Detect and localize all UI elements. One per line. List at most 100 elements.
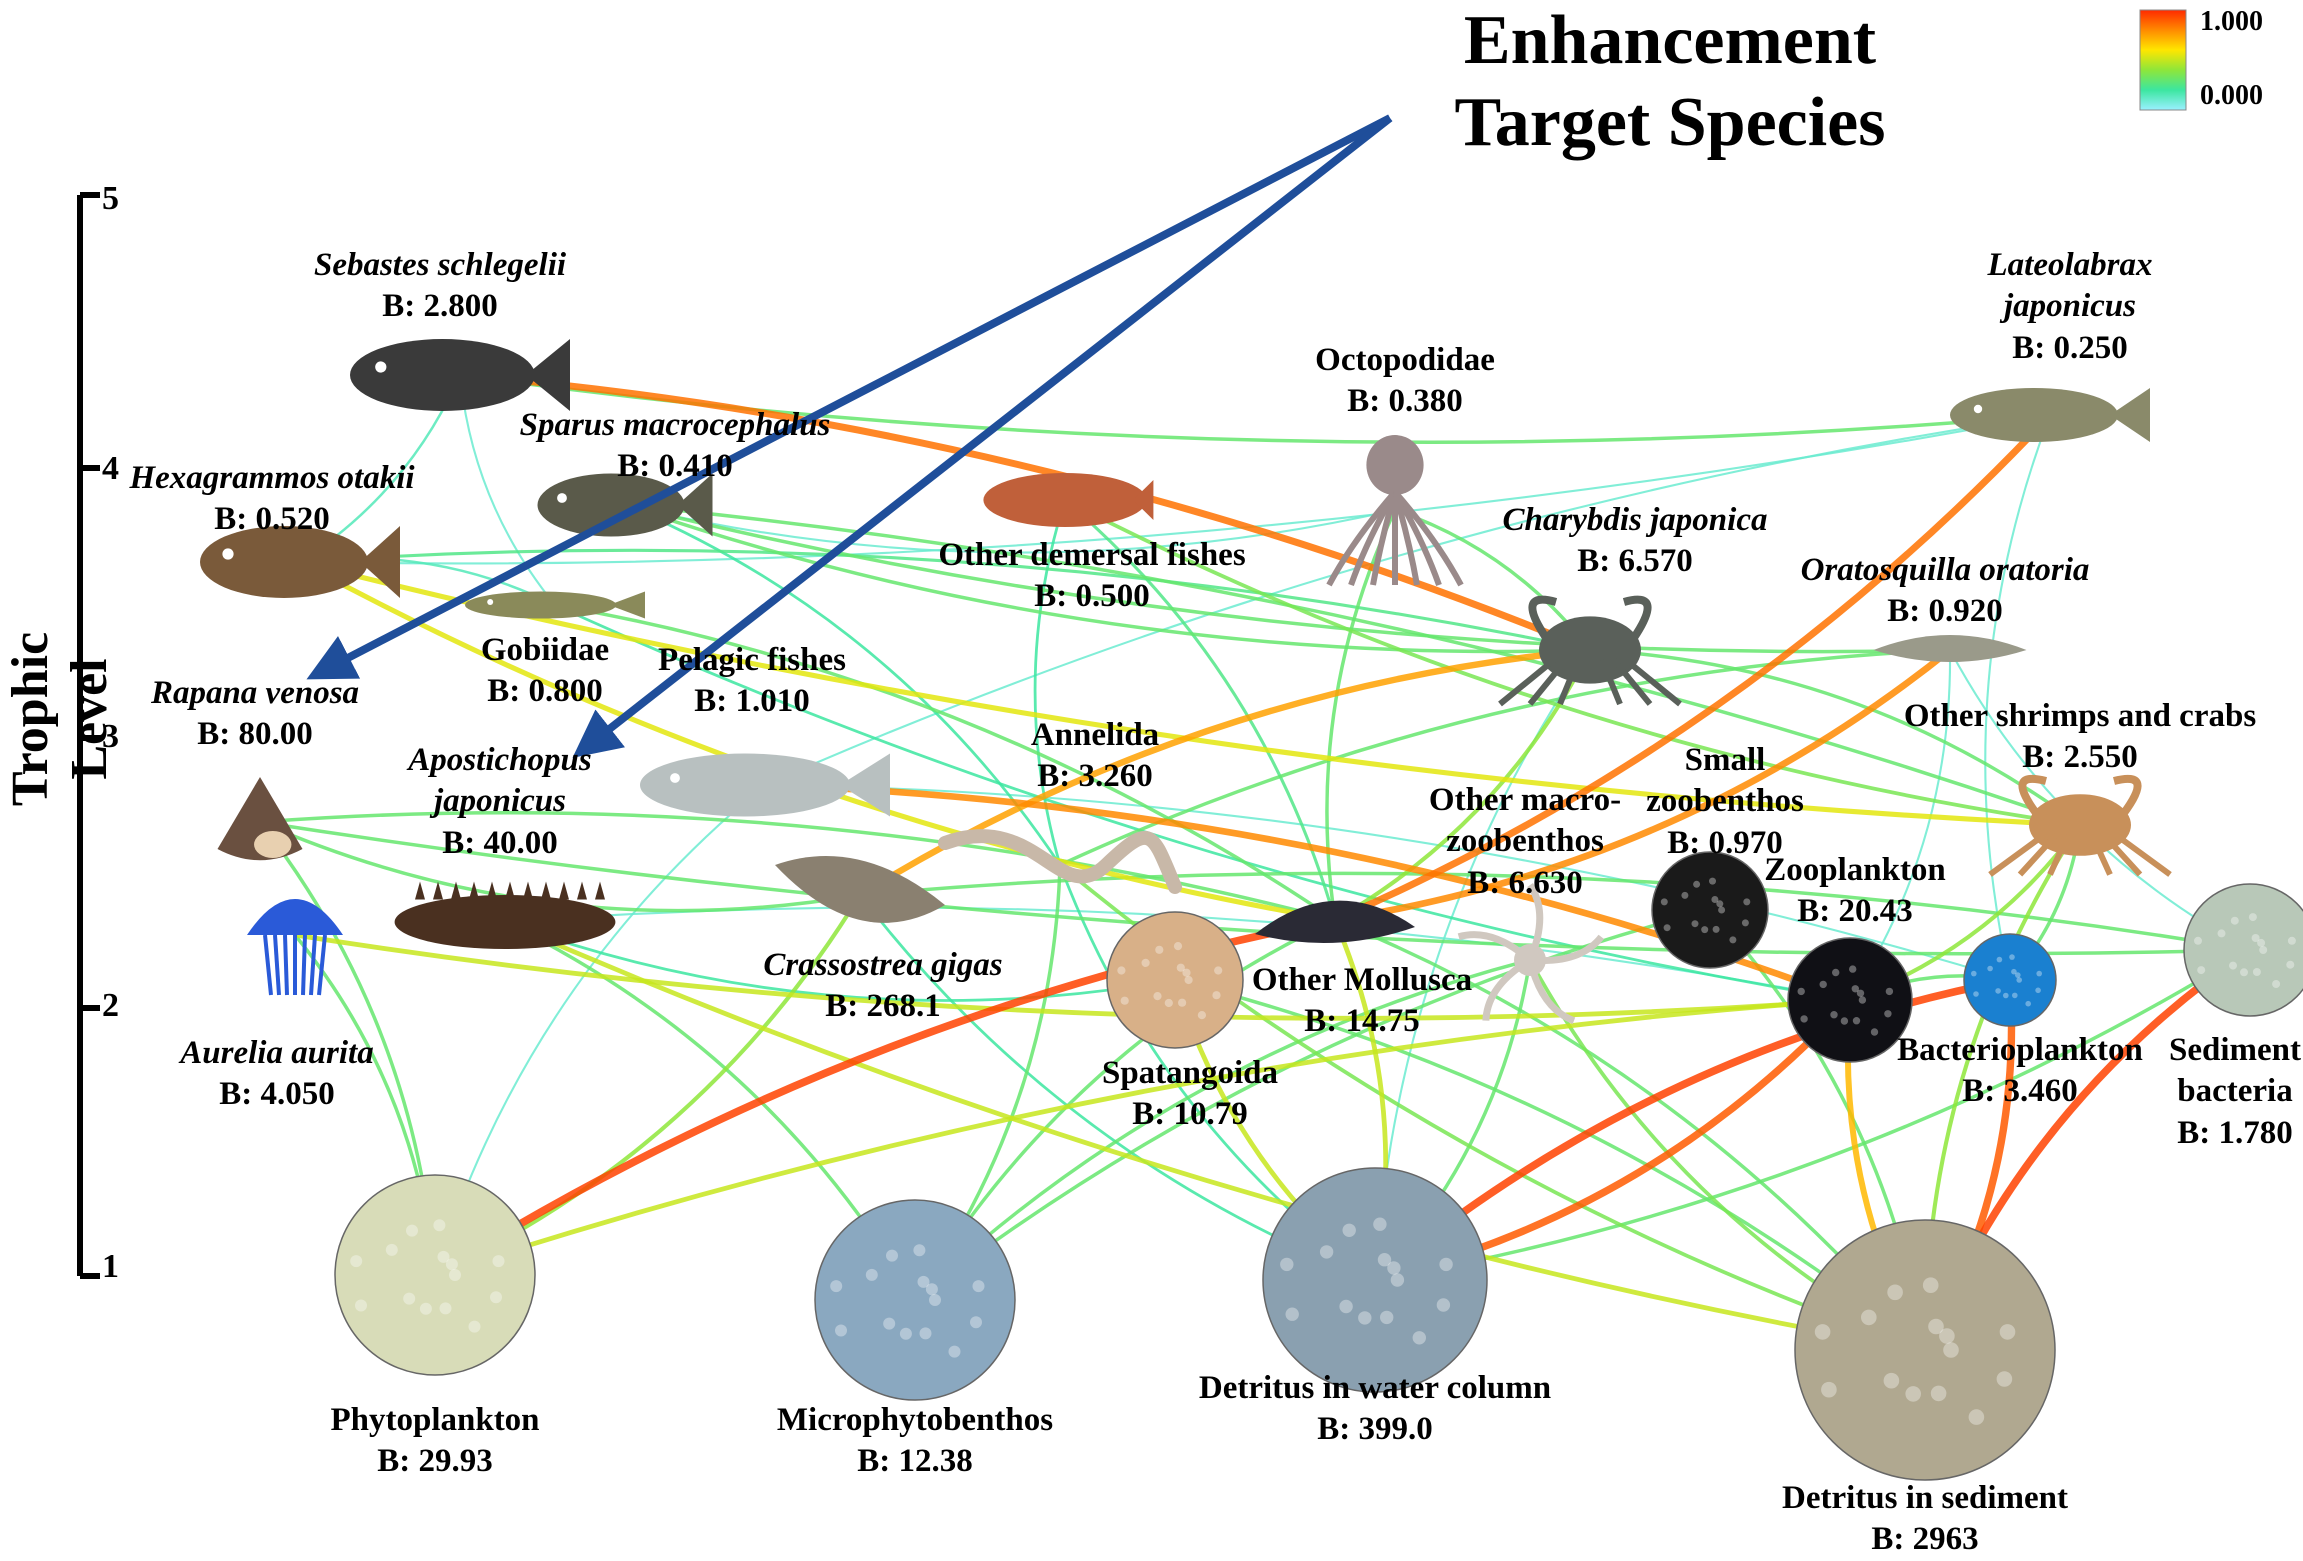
title-line-2: Target Species xyxy=(1454,83,1886,161)
sea-bass-icon xyxy=(1950,388,2150,442)
node-label-sediment-bacteria: Sediment bacteria B: 1.780 xyxy=(2135,1030,2303,1154)
node-name: Charybdis japonica xyxy=(1502,502,1768,538)
flow-sparus-to-charybdis xyxy=(624,503,1591,654)
node-label-detritus-water: Detritus in water column B: 399.0 xyxy=(1199,1368,1551,1451)
node-name: Oratosquilla oratoria xyxy=(1800,552,2090,588)
node-label-gobiidae: Gobiidae B: 0.800 xyxy=(481,630,609,713)
rockfish-icon xyxy=(350,339,570,411)
flow-lateolabrax-to-hexagrammos xyxy=(299,413,2051,565)
flow-gobiidae-to-mollusca xyxy=(554,603,1336,922)
sediment-bacteria-icon xyxy=(2183,883,2303,1017)
node-biomass: B: 268.1 xyxy=(825,988,941,1025)
node-name: Rapana venosa xyxy=(150,675,360,711)
flow-macro_zoobenthos-to-microphytobenthos xyxy=(913,958,1531,1302)
spider-crab-icon xyxy=(1988,774,2172,877)
node-name: Gobiidae xyxy=(480,632,610,668)
jellyfish-icon xyxy=(247,899,343,996)
node-label-spatangoida: Spatangoida B: 10.79 xyxy=(1102,1053,1278,1136)
node-biomass: B: 2.800 xyxy=(382,288,498,325)
flow-sparus-to-other_shrimps xyxy=(624,503,2081,827)
node-label-aurelia: Aurelia aurita B: 4.050 xyxy=(180,1033,373,1116)
node-name: Apostichopus japonicus xyxy=(408,742,592,820)
node-biomass: B: 2.550 xyxy=(2022,739,2138,776)
colorbar-min-label: 0.000 xyxy=(2200,80,2263,111)
mantis-shrimp-icon xyxy=(1873,635,2027,662)
node-biomass: B: 0.250 xyxy=(2012,329,2128,366)
mussel-icon xyxy=(1255,900,1415,943)
octopus-icon xyxy=(1326,435,1464,587)
node-name: Sediment bacteria xyxy=(2169,1032,2301,1110)
flow-octopodidae-to-mollusca xyxy=(1325,509,1397,921)
flow-demersal-to-annelida xyxy=(1033,499,1067,866)
node-biomass: B: 3.460 xyxy=(1962,1073,2078,1110)
enhancement-title: Enhancement Target Species xyxy=(1410,0,1930,164)
node-name: Small zoobenthos xyxy=(1646,742,1804,820)
node-biomass: B: 1.780 xyxy=(2177,1114,2293,1151)
tick-label-1: 1 xyxy=(102,1248,119,1285)
node-name: Sebastes schlegelii xyxy=(313,247,567,283)
flow-charybdis-to-other_shrimps xyxy=(1589,648,2082,827)
goby-icon xyxy=(465,591,645,619)
node-biomass: B: 1.010 xyxy=(694,683,810,720)
worm-icon xyxy=(938,829,1182,894)
enhancement-arrow-rapana xyxy=(306,114,1392,680)
greenling-icon xyxy=(200,526,400,598)
flow-gobiidae-to-zooplankton xyxy=(554,603,1851,1002)
node-biomass: B: 10.79 xyxy=(1132,1096,1248,1133)
node-biomass: B: 80.00 xyxy=(197,716,313,753)
node-biomass: B: 3.260 xyxy=(1037,758,1153,795)
flow-sebastes-to-charybdis xyxy=(459,371,1592,654)
node-name: Detritus in water column xyxy=(1198,1370,1552,1406)
node-biomass: B: 2963 xyxy=(1871,1521,1979,1558)
node-name: Bacterioplankton xyxy=(1897,1032,2143,1068)
flow-lateolabrax-to-bacterioplankton xyxy=(1984,414,2051,981)
node-name: Phytoplankton xyxy=(330,1402,540,1438)
colorbar-max-label: 1.000 xyxy=(2200,6,2263,37)
flow-demersal-to-mollusca xyxy=(1063,498,1337,921)
node-biomass: B: 29.93 xyxy=(377,1443,493,1480)
small-zoobenthos-icon xyxy=(1651,851,1769,969)
node-biomass: B: 14.75 xyxy=(1304,1003,1420,1040)
flow-hexagrammos-to-charybdis xyxy=(299,548,1591,652)
node-label-crassostrea: Crassostrea gigas B: 268.1 xyxy=(763,945,1002,1028)
node-name: Octopodidae xyxy=(1315,342,1495,378)
zooplankton-icon xyxy=(1787,937,1913,1063)
node-biomass: B: 399.0 xyxy=(1317,1411,1433,1448)
brittle-star-icon xyxy=(1457,883,1605,1024)
node-name: Spatangoida xyxy=(1101,1055,1279,1091)
flow-oratosquilla-to-mollusca xyxy=(1334,647,1953,924)
flatfish-icon xyxy=(983,473,1154,527)
node-name: Lateolabrax japonicus xyxy=(1987,247,2153,325)
node-name: Microphytobenthos xyxy=(776,1402,1054,1438)
microphytobenthos-icon xyxy=(814,1199,1016,1401)
node-name: Crassostrea gigas xyxy=(763,947,1003,983)
title-line-1: Enhancement xyxy=(1463,2,1877,79)
node-biomass: B: 0.500 xyxy=(1034,578,1150,615)
flow-sediment_bacteria-to-detritus_water xyxy=(1374,948,2251,1282)
tick-label-5: 5 xyxy=(102,180,119,217)
enhancement-arrow-layer xyxy=(306,114,1393,758)
node-biomass: B: 4.050 xyxy=(219,1076,335,1113)
node-label-sebastes: Sebastes schlegelii B: 2.800 xyxy=(314,245,566,328)
organism-icon-layer xyxy=(200,339,2303,1481)
sea-urchin-icon xyxy=(1106,911,1244,1049)
flow-aurelia-to-zooplankton xyxy=(294,932,1851,1021)
node-biomass: B: 0.800 xyxy=(487,673,603,710)
node-name: Aurelia aurita xyxy=(180,1035,374,1071)
sea-cucumber-icon xyxy=(394,881,616,949)
colorbar xyxy=(2139,9,2187,111)
node-biomass: B: 0.410 xyxy=(617,448,733,485)
